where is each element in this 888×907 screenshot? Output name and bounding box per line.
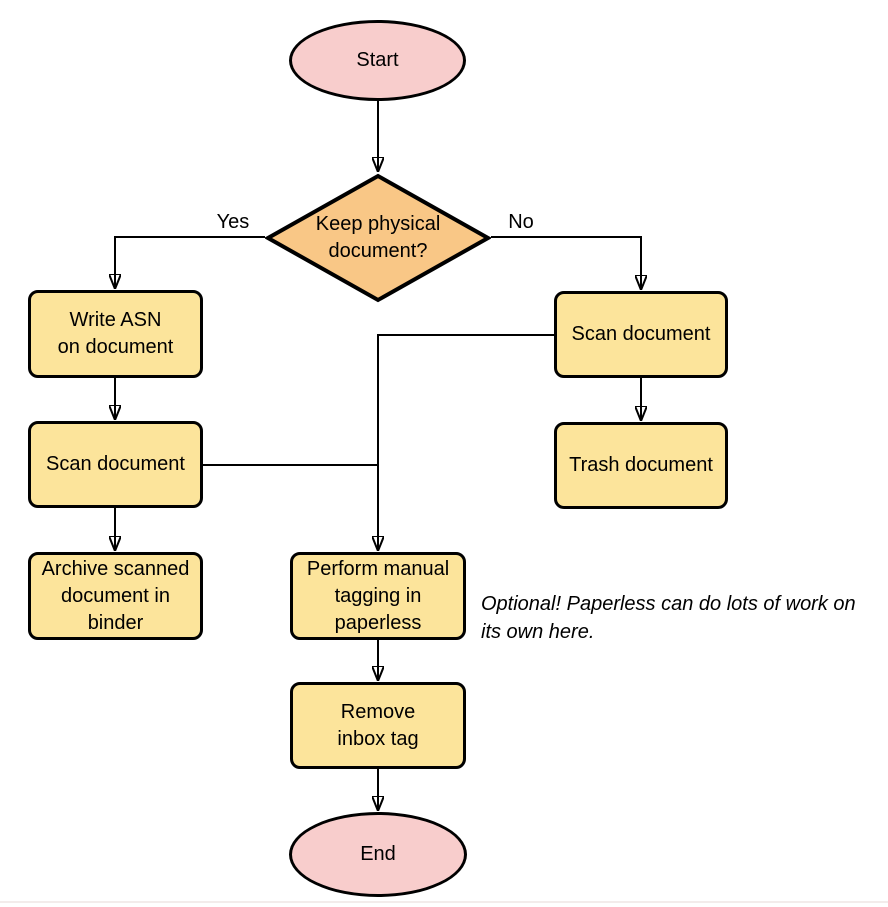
process-scan-document-right-label: Scan document [571, 323, 711, 345]
decision-label: Keep physical document? [315, 213, 441, 262]
optional-note: Optional! Paperless can do lots of work … [481, 593, 856, 643]
process-archive-scanned-document-label: Archive scanned document in binder [41, 557, 190, 634]
process-scan-document-left: Scan document [28, 421, 203, 508]
edge-label-no: No [493, 210, 549, 234]
start-label: Start [356, 49, 399, 71]
process-scan-document-right: Scan document [554, 291, 728, 378]
process-remove-inbox-tag: Remove inbox tag [290, 682, 466, 769]
process-scan-document-left-label: Scan document [46, 453, 185, 475]
start-node: Start [289, 20, 466, 101]
edge-label-yes: Yes [205, 210, 261, 234]
process-archive-scanned-document: Archive scanned document in binder [28, 552, 203, 640]
process-remove-inbox-tag-label: Remove inbox tag [337, 700, 419, 750]
process-trash-document: Trash document [554, 422, 728, 509]
end-label: End [360, 843, 396, 865]
edge-scan-right-to-tagging [378, 334, 554, 550]
decision-keep-physical-document: Keep physical document? [265, 173, 491, 303]
process-manual-tagging-label: Perform manual tagging in paperless [306, 557, 450, 634]
process-trash-document-label: Trash document [569, 454, 713, 476]
edge-decision-no-to-scan-right [491, 236, 641, 289]
process-write-asn: Write ASN on document [28, 290, 203, 378]
end-node: End [289, 812, 467, 897]
bottom-hairline [0, 901, 888, 903]
edge-decision-yes-to-write-asn [115, 236, 265, 288]
process-write-asn-label: Write ASN on document [57, 309, 174, 358]
process-manual-tagging: Perform manual tagging in paperless [290, 552, 466, 640]
diamond-shape [265, 173, 491, 303]
